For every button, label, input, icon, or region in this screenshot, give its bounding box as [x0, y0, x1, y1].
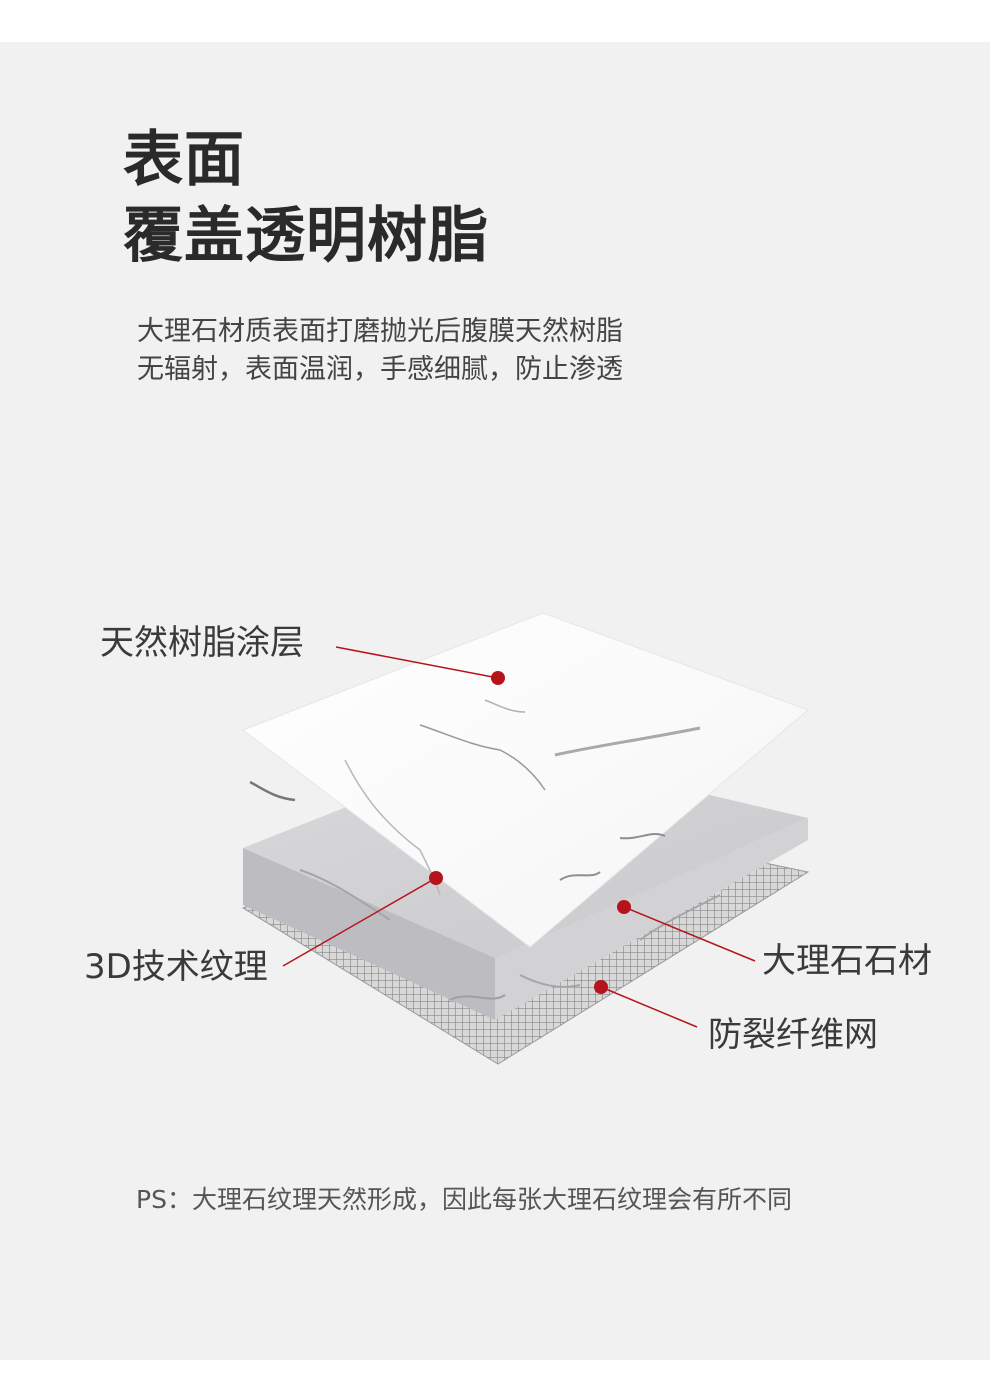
texture-callout-dot [429, 871, 443, 885]
resin-coating-label: 天然树脂涂层 [100, 623, 304, 663]
fiber-mesh-label: 防裂纤维网 [708, 1015, 878, 1055]
layer-diagram [241, 612, 810, 1065]
footnote: PS：大理石纹理天然形成，因此每张大理石纹理会有所不同 [136, 1185, 792, 1214]
marble-stone-label: 大理石石材 [762, 941, 932, 981]
description-line-1: 大理石材质表面打磨抛光后腹膜天然树脂 [137, 316, 623, 347]
resin-callout-dot [491, 671, 505, 685]
heading-line-1: 表面 [123, 125, 245, 195]
texture-label: 3D技术纹理 [84, 947, 268, 987]
callout-lines [282, 646, 756, 1028]
heading-line-2: 覆盖透明树脂 [123, 201, 489, 271]
mesh-callout-dot [594, 980, 608, 994]
description-line-2: 无辐射，表面温润，手感细腻，防止渗透 [137, 354, 623, 385]
marble-callout-dot [617, 900, 631, 914]
callout-dots [429, 671, 631, 994]
